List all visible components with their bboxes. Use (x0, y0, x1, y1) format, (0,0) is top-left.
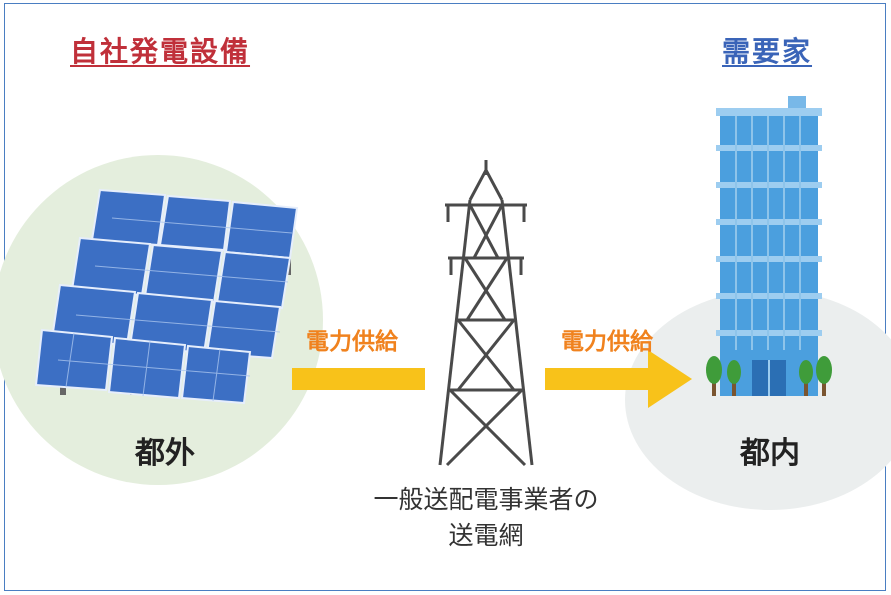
source-region-label: 都外 (135, 436, 195, 471)
network-label-line2: 送電網 (448, 521, 524, 550)
supply-label-right: 電力供給 (561, 329, 653, 355)
network-label-line1: 一般送配電事業者の (373, 485, 599, 514)
consumer-title: 需要家 (722, 35, 813, 68)
supply-label-left: 電力供給 (306, 329, 398, 355)
supply-arrow-left (292, 368, 425, 390)
consumer-area-circle (625, 290, 891, 510)
transmission-tower-icon (438, 160, 534, 467)
source-title: 自社発電設備 (70, 35, 251, 68)
consumer-region-label: 都内 (740, 436, 800, 471)
supply-arrow-right (545, 350, 692, 408)
solar-panel-array-icon (34, 188, 299, 405)
tree-icon (706, 356, 832, 396)
office-building-icon (716, 96, 822, 396)
network-label: 一般送配電事業者の 送電網 (320, 482, 652, 554)
